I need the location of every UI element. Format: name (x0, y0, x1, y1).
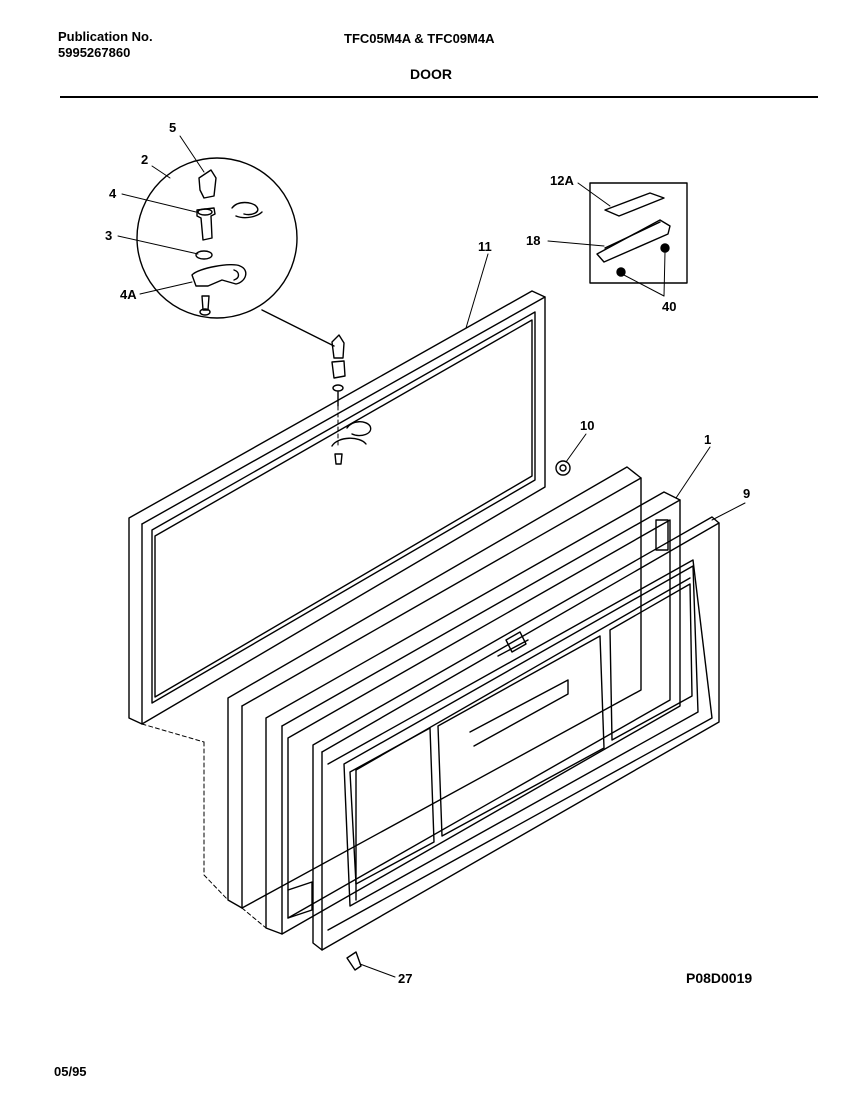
callout-18: 18 (526, 233, 540, 248)
door-gasket-frame (128, 290, 546, 725)
door-liner-panel (227, 466, 642, 909)
publication-label: Publication No. (58, 29, 153, 44)
drawing-code: P08D0019 (686, 970, 753, 986)
revision-date: 05/95 (54, 1064, 87, 1079)
callout-12a: 12A (550, 173, 574, 188)
callout-40: 40 (662, 299, 676, 314)
callout-27: 27 (398, 971, 412, 986)
hinge-detail-circle (136, 157, 298, 319)
callout-leaders (117, 135, 746, 978)
header-rule (60, 96, 818, 98)
callout-2: 2 (141, 152, 148, 167)
callout-10: 10 (580, 418, 594, 433)
callout-3: 3 (105, 228, 112, 243)
callout-9: 9 (743, 486, 750, 501)
callout-11: 11 (478, 239, 492, 254)
door-frame (265, 491, 681, 935)
outer-door-panel (312, 516, 720, 951)
publication-number: 5995267860 (58, 45, 131, 60)
projection-lines (141, 405, 339, 929)
callout-5: 5 (169, 120, 176, 135)
callout-1: 1 (704, 432, 711, 447)
handle-detail-box (589, 182, 688, 284)
bumper-part (555, 460, 571, 476)
model-numbers: TFC05M4A & TFC09M4A (344, 31, 495, 46)
callout-4a: 4A (120, 287, 137, 302)
screw-part (346, 951, 362, 971)
callout-4: 4 (109, 186, 117, 201)
detail-leader-line (261, 309, 335, 347)
section-title: DOOR (410, 66, 452, 82)
